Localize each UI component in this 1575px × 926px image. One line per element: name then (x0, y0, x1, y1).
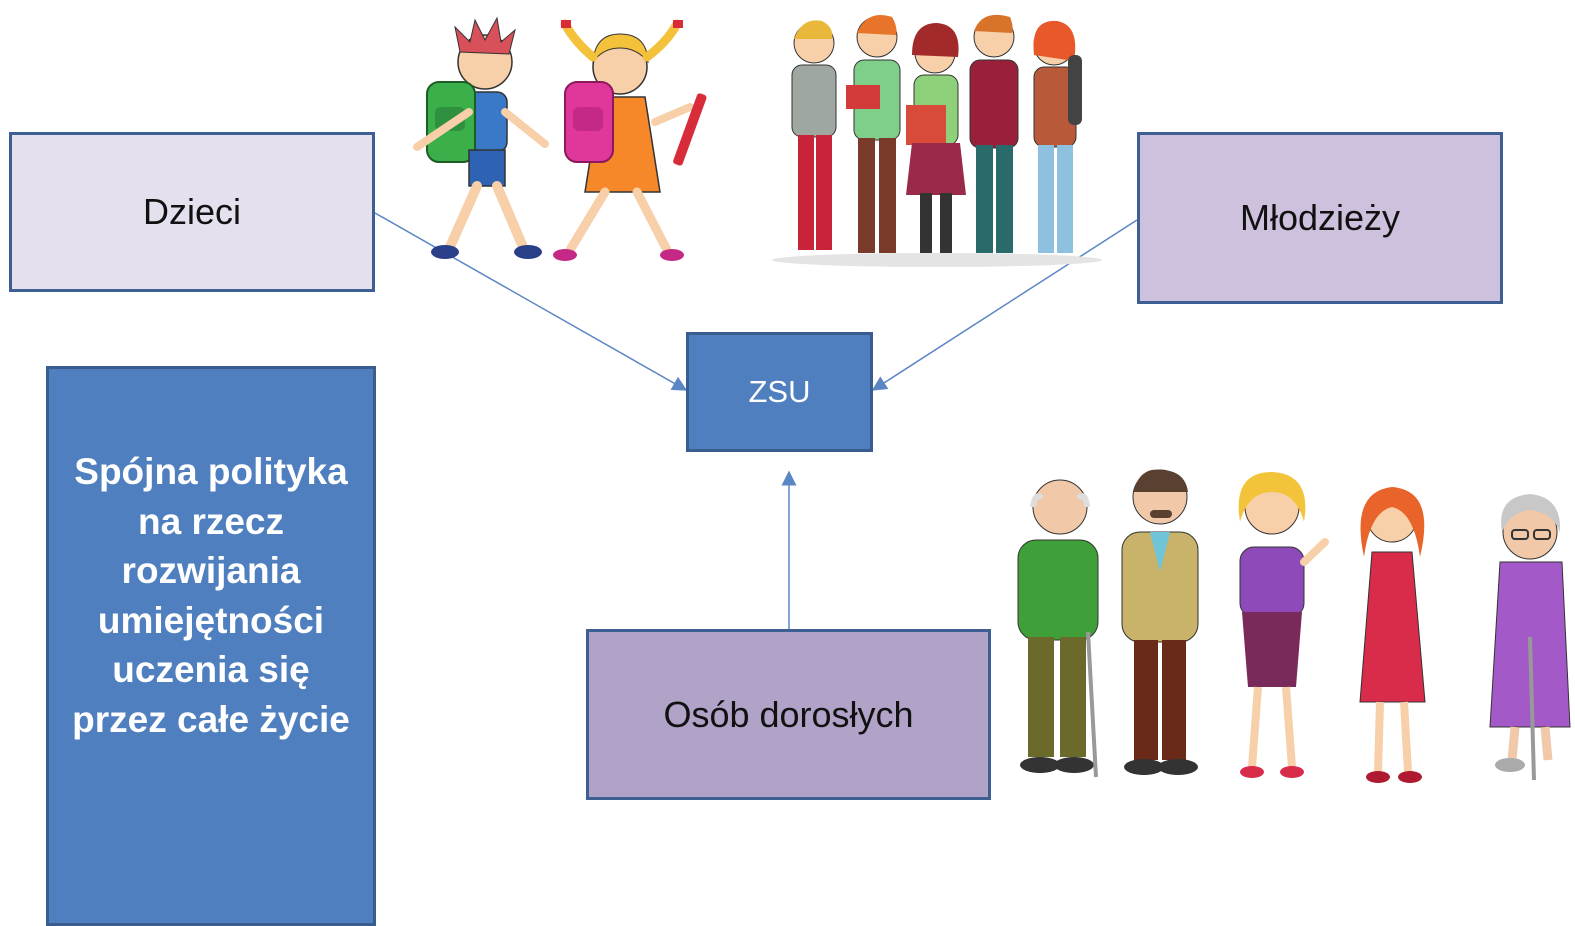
connector-mlodziezy-zsu (871, 219, 1138, 391)
girl-figure (553, 19, 707, 261)
teen-1 (791, 20, 837, 250)
woman-purple-top-figure (1238, 472, 1329, 778)
boy-figure (413, 16, 549, 259)
senior-man-figure (1017, 479, 1099, 778)
senior-woman-figure (1489, 494, 1571, 781)
node-mlodziezy: Młodzieży (1137, 132, 1503, 304)
teen-4 (969, 14, 1019, 253)
node-dzieci-label: Dzieci (142, 191, 241, 232)
node-zsu-label: ZSU (748, 374, 811, 409)
man-with-mustache-figure (1121, 469, 1199, 775)
node-dorosli-label: Osób dorosłych (663, 693, 914, 735)
node-zsu: ZSU (686, 332, 873, 452)
node-dorosli: Osób dorosłych (586, 629, 991, 800)
node-polityka: Spójna polityka na rzecz rozwijania umie… (46, 366, 376, 926)
node-dzieci: Dzieci (9, 132, 375, 292)
teenagers-group-illustration (772, 14, 1102, 267)
adults-and-seniors-group-illustration (1017, 469, 1571, 783)
teen-5 (1033, 20, 1082, 253)
teen-2 (846, 15, 901, 253)
teen-3 (906, 23, 966, 253)
node-polityka-label: Spójna polityka na rzecz rozwijania umie… (72, 451, 350, 740)
woman-red-dress-figure (1359, 487, 1426, 783)
connector-dzieci-zsu (374, 212, 688, 391)
node-mlodziezy-label: Młodzieży (1239, 197, 1401, 238)
children-with-backpacks-illustration (413, 16, 707, 261)
connector-lines (374, 212, 1138, 629)
